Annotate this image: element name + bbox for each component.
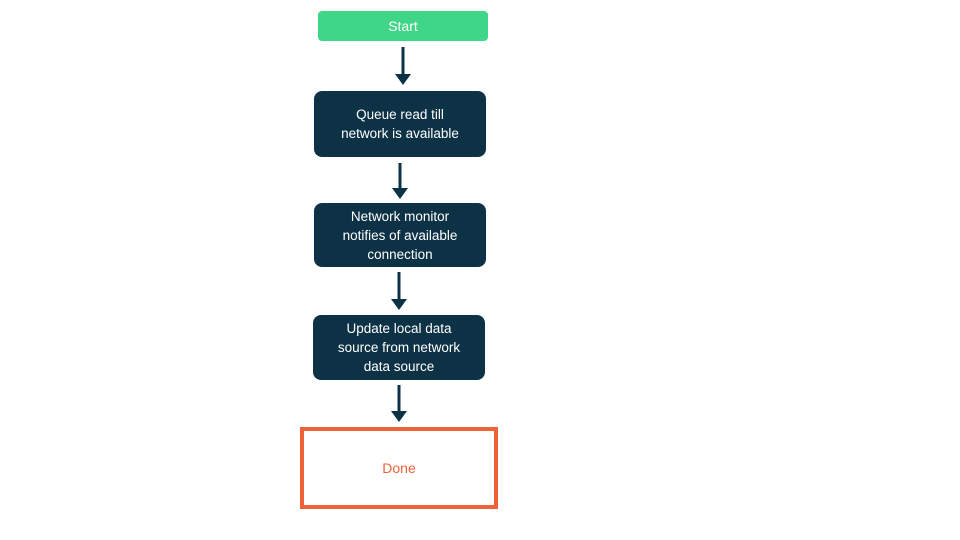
node-update-local-data-label: Update local data source from network da…	[337, 321, 461, 374]
flow-arrow-down-icon	[391, 272, 407, 310]
arrow-head	[391, 411, 407, 422]
flow-arrow-down-icon	[392, 163, 408, 199]
node-done-label: Done	[382, 460, 416, 476]
flow-arrow-down-icon	[391, 385, 407, 422]
flowchart-node-done: Done	[300, 427, 498, 509]
arrow-head	[392, 188, 408, 199]
flow-arrow-down-icon	[395, 47, 411, 85]
node-queue-read-label: Queue read till network is available	[341, 107, 459, 141]
arrow-head	[395, 74, 411, 85]
arrow-shaft	[401, 47, 405, 74]
arrow-shaft	[397, 385, 401, 411]
node-network-monitor-label: Network monitor notifies of available co…	[342, 208, 458, 262]
arrow-shaft	[397, 272, 401, 299]
flowchart-node-network-monitor: Network monitor notifies of available co…	[314, 203, 486, 267]
flowchart-node-start: Start	[318, 11, 488, 41]
node-start-label: Start	[388, 18, 418, 34]
flowchart-node-update-local-data: Update local data source from network da…	[313, 315, 485, 380]
flowchart-node-queue-read: Queue read till network is available	[314, 91, 486, 157]
arrow-shaft	[398, 163, 402, 188]
arrow-head	[391, 299, 407, 310]
